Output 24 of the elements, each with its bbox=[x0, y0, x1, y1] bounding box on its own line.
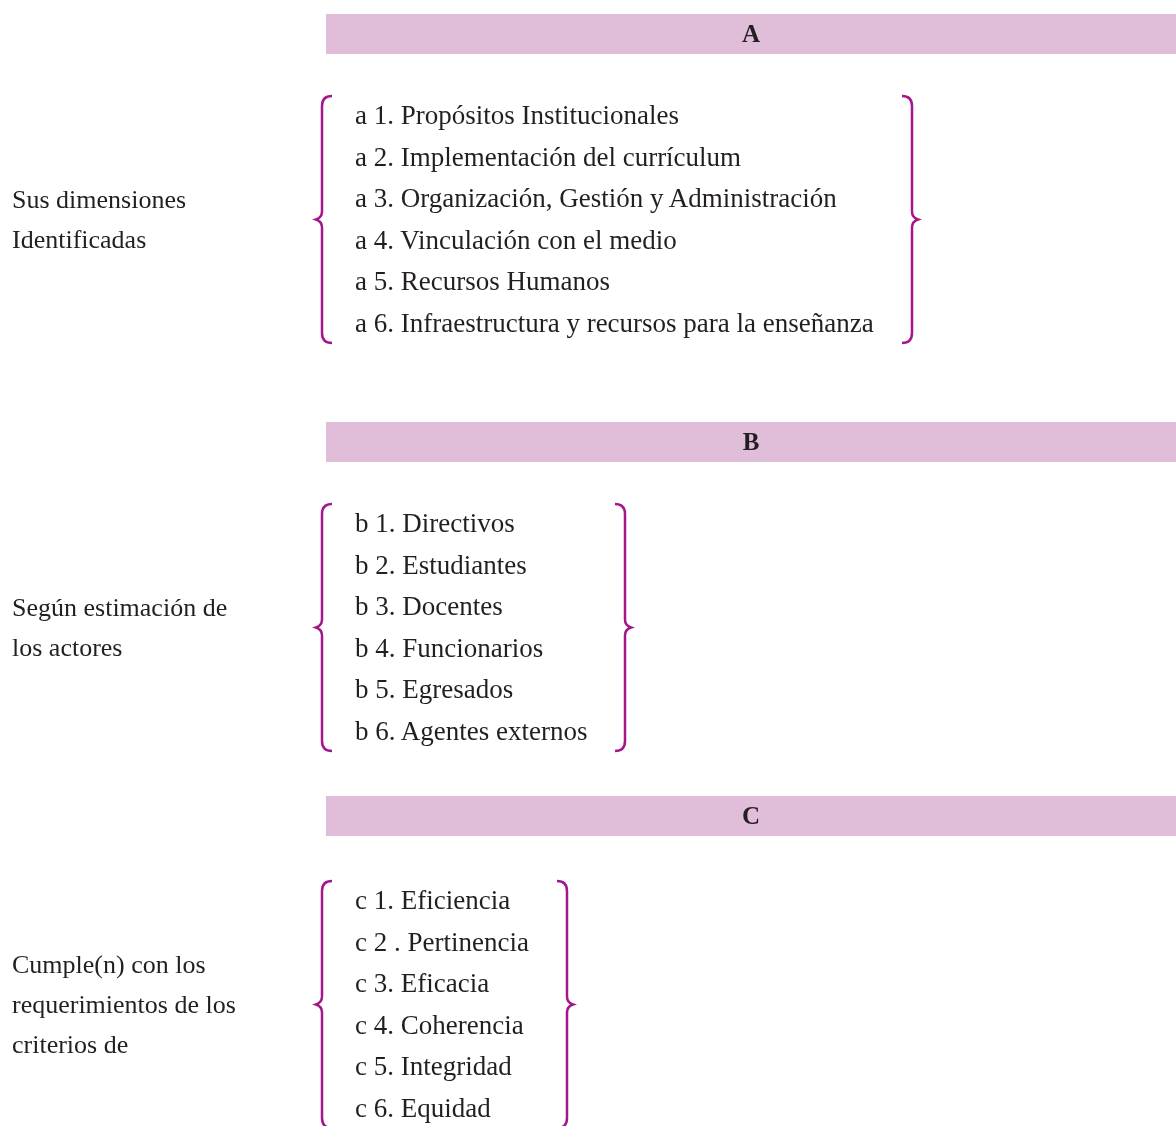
list-item: b 2. Estudiantes bbox=[355, 548, 527, 582]
list-item: c 3. Eficacia bbox=[355, 967, 490, 1000]
list-item: c 1. Eficiencia bbox=[355, 884, 511, 917]
list-item: c 5. Integridad bbox=[355, 1050, 512, 1083]
list-item: b 5. Egresados bbox=[355, 673, 514, 706]
list-item: c 6. Equidad bbox=[355, 1091, 491, 1125]
list-item: a 3. Organización, Gestión y Administración bbox=[355, 182, 837, 215]
list-item: a 1. Propósitos Institucionales bbox=[355, 99, 679, 132]
list-item: c 2 . Pertinencia bbox=[355, 925, 529, 959]
row-label: Según estimación de los actores bbox=[12, 591, 229, 664]
list-item: b 4. Funcionarios bbox=[355, 631, 544, 665]
list-item: a 2. Implementación del currículum bbox=[355, 140, 742, 174]
list-item: b 1. Directivos bbox=[355, 507, 515, 540]
list-item: a 5. Recursos Humanos bbox=[355, 265, 610, 298]
section-header-band: C bbox=[326, 796, 1176, 836]
list-item: c 4. Coherencia bbox=[355, 1008, 524, 1042]
list-item: a 6. Infraestructura y recursos para la enseñanza bbox=[355, 306, 874, 340]
section-header-band: A bbox=[326, 14, 1176, 54]
list-item: b 6. Agentes externos bbox=[355, 714, 588, 748]
row-label: Sus dimensiones Identificadas bbox=[12, 183, 188, 256]
list-item: b 3. Docentes bbox=[355, 590, 503, 623]
section-header-band: B bbox=[326, 422, 1176, 462]
list-item: a 4. Vinculación con el medio bbox=[355, 223, 677, 257]
row-label: Cumple(n) con los requerimientos de los criterios de bbox=[12, 948, 237, 1061]
